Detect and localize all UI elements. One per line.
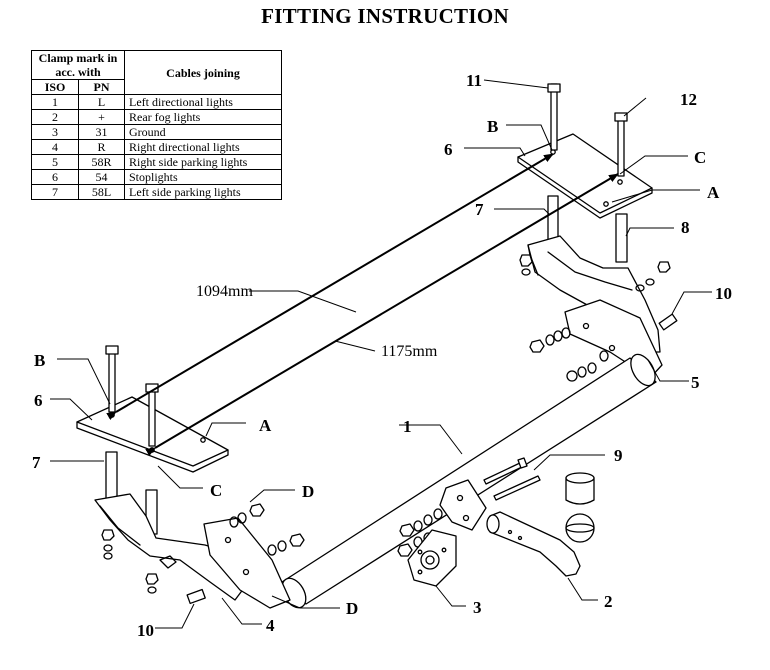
callout-7-right: 7 bbox=[475, 200, 484, 219]
left-side-plate bbox=[203, 517, 291, 609]
callout-6-right: 6 bbox=[444, 140, 453, 159]
callout-c-left: C bbox=[210, 481, 222, 500]
header-cables-joining: Cables joining bbox=[124, 50, 282, 95]
callout-4: 4 bbox=[266, 616, 275, 635]
callout-10-left: 10 bbox=[137, 621, 154, 640]
dim-arrow-1094 bbox=[106, 153, 554, 421]
page-title: FITTING INSTRUCTION bbox=[261, 4, 509, 28]
dimension-1175-label: 1175mm bbox=[381, 343, 438, 360]
dimension-1094-label: 1094mm bbox=[196, 283, 253, 300]
right-bolt-12 bbox=[614, 112, 628, 177]
centre-clamp-plate bbox=[439, 479, 487, 531]
left-side-hardware bbox=[229, 503, 305, 556]
callout-b-left: B bbox=[34, 351, 45, 370]
callout-7-left: 7 bbox=[32, 453, 41, 472]
left-spacer-tube-7 bbox=[105, 451, 118, 503]
callout-a-right: A bbox=[707, 183, 720, 202]
dimension-lines bbox=[106, 153, 619, 457]
left-bracket-nuts bbox=[101, 529, 177, 594]
right-bolt-10 bbox=[658, 313, 678, 331]
callout-8: 8 bbox=[681, 218, 690, 237]
tow-ball-cover bbox=[565, 472, 595, 505]
iso-cell: 5 bbox=[30, 154, 80, 170]
left-bolt-b bbox=[105, 345, 119, 413]
right-mounting-plate bbox=[517, 133, 653, 219]
callout-1: 1 bbox=[403, 417, 412, 436]
callout-d-bottom: D bbox=[346, 599, 358, 618]
callout-12: 12 bbox=[680, 90, 697, 109]
header-pn: PN bbox=[78, 79, 125, 95]
callout-c-right: C bbox=[694, 148, 706, 167]
leader-lines bbox=[50, 79, 712, 629]
left-bolt-10 bbox=[186, 588, 206, 605]
dim-arrow-1175 bbox=[145, 173, 619, 457]
tow-ball bbox=[565, 513, 595, 543]
callout-11: 11 bbox=[466, 71, 482, 90]
callout-a-left: A bbox=[259, 416, 272, 435]
callout-2: 2 bbox=[604, 592, 613, 611]
pn-cell: 31 bbox=[78, 124, 125, 140]
header-clamp-mark: Clamp mark in acc. with bbox=[31, 50, 125, 80]
left-side-bracket bbox=[94, 493, 245, 601]
iso-cell: 7 bbox=[30, 184, 80, 200]
cable-cell: Right directional lights bbox=[124, 139, 282, 155]
callout-d-top: D bbox=[302, 482, 314, 501]
callout-5: 5 bbox=[691, 373, 700, 392]
right-spacer-tube-8 bbox=[615, 213, 628, 263]
callout-10-right: 10 bbox=[715, 284, 732, 303]
callout-6-left: 6 bbox=[34, 391, 43, 410]
cable-cell: Ground bbox=[124, 124, 282, 140]
callout-3: 3 bbox=[473, 598, 482, 617]
right-bolt-11 bbox=[547, 83, 561, 151]
electrical-socket-plate bbox=[407, 529, 457, 587]
callout-9: 9 bbox=[614, 446, 623, 465]
clamp-bolts bbox=[483, 457, 541, 501]
callout-b-right: B bbox=[487, 117, 498, 136]
tow-ball-neck bbox=[486, 511, 581, 577]
